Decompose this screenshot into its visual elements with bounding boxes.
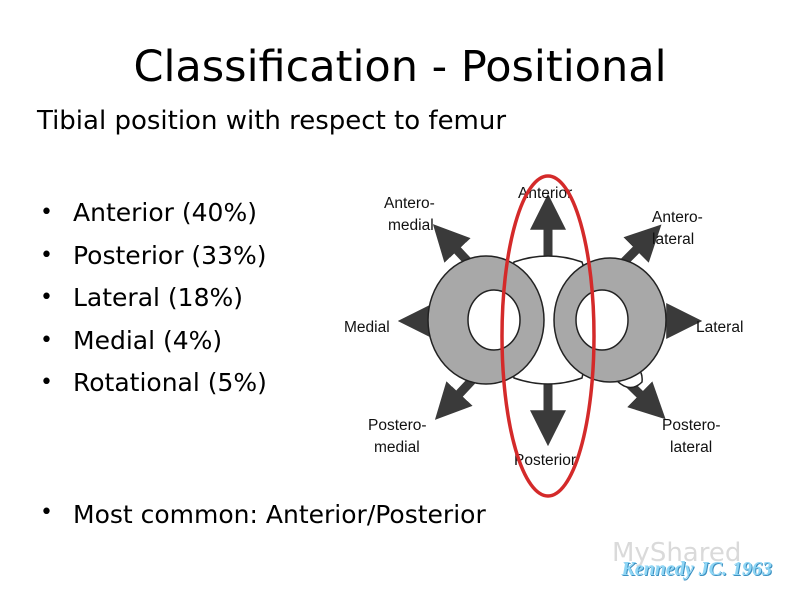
knee-dislocation-diagram: Anterior Posterior Medial Lateral Antero… — [344, 174, 743, 498]
label-postero-medial-line2: medial — [374, 439, 420, 456]
slide-title: Classification - Positional — [133, 42, 667, 92]
slide-subtitle: Tibial position with respect to femur — [37, 106, 507, 136]
lateral-condyle — [553, 257, 667, 383]
label-postero-medial-line1: Postero- — [368, 417, 427, 434]
label-lateral: Lateral — [696, 319, 743, 336]
bullet-icon: • — [40, 285, 53, 310]
summary-text: Most common: Anterior/Posterior — [73, 500, 486, 529]
bullet-text: Medial (4%) — [73, 325, 223, 355]
label-antero-lateral-line2: lateral — [652, 231, 694, 248]
bullet-item: • Lateral (18%) — [40, 281, 267, 324]
citation: Kennedy JC. 1963 — [621, 558, 772, 580]
label-antero-lateral-line1: Antero- — [652, 209, 703, 226]
bullet-item: • Medial (4%) — [40, 324, 267, 367]
bullet-text: Rotational (5%) — [73, 368, 267, 397]
bullet-text: Anterior (40%) — [73, 198, 257, 227]
bullet-item: • Anterior (40%) — [40, 196, 267, 239]
label-medial: Medial — [344, 319, 390, 336]
summary-bullet: • Most common: Anterior/Posterior — [40, 500, 486, 529]
label-posterior: Posterior — [514, 452, 576, 469]
highlight-ellipse — [500, 174, 596, 498]
bullet-item: • Rotational (5%) — [40, 366, 267, 409]
bullet-icon: • — [40, 500, 53, 525]
bullet-text: Lateral (18%) — [73, 283, 243, 312]
label-postero-lateral-line1: Postero- — [662, 417, 721, 434]
medial-condyle — [427, 255, 545, 385]
bullet-icon: • — [40, 327, 53, 353]
bullet-item: • Posterior (33%) — [40, 239, 267, 282]
bullet-icon: • — [40, 242, 53, 268]
label-antero-medial-line1: Antero- — [384, 195, 435, 212]
bullet-list: • Anterior (40%) • Posterior (33%) • Latera… — [40, 196, 267, 409]
watermark: MyShared — [612, 538, 742, 568]
label-postero-lateral-line2: lateral — [670, 439, 712, 456]
bullet-icon: • — [40, 370, 53, 395]
label-antero-medial-line2: medial — [388, 217, 434, 234]
bullet-icon: • — [40, 200, 53, 225]
bullet-text: Posterior (33%) — [73, 240, 267, 270]
